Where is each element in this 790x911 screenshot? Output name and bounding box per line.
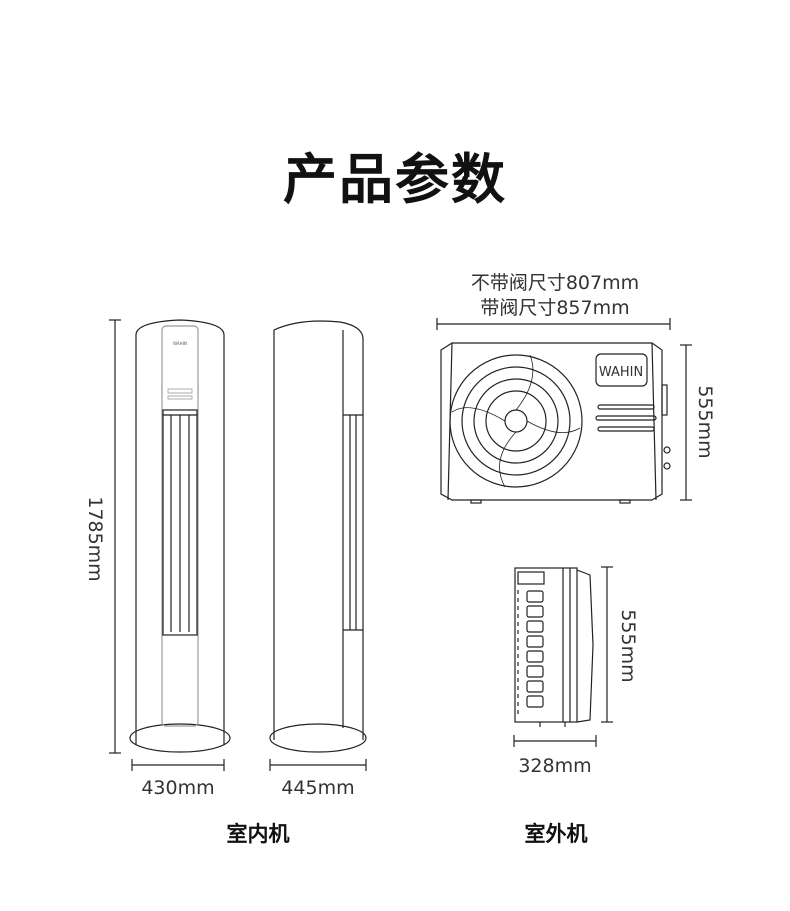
outdoor-unit-side-drawing: [514, 567, 594, 727]
page-title: 产品参数: [283, 148, 507, 211]
indoor-caption: 室内机: [226, 822, 290, 846]
outdoor-brand-logo: WAHIN: [599, 365, 643, 380]
outdoor-side-height-label: 555mm: [617, 609, 639, 683]
outdoor-unit-front-drawing: WAHIN: [440, 342, 671, 504]
indoor-height-dimension: [109, 319, 121, 754]
indoor-width-dimension: [131, 759, 225, 771]
outdoor-depth-dimension: [513, 735, 597, 747]
svg-text:WAHIN: WAHIN: [173, 341, 187, 346]
indoor-depth-label: 445mm: [281, 777, 355, 799]
outdoor-width-dimension: [436, 318, 671, 330]
outdoor-width-no-valve-label: 不带阀尺寸807mm: [470, 272, 640, 294]
indoor-unit-front-drawing: WAHIN: [129, 319, 231, 753]
outdoor-depth-label: 328mm: [518, 755, 592, 777]
outdoor-width-with-valve-label: 带阀尺寸857mm: [480, 297, 630, 319]
outdoor-height-label: 555mm: [694, 385, 716, 459]
outdoor-height-dimension: [680, 344, 692, 501]
outdoor-side-height-dimension: [601, 566, 613, 723]
outdoor-caption: 室外机: [524, 822, 588, 846]
indoor-depth-dimension: [269, 759, 367, 771]
indoor-unit-side-drawing: [269, 320, 367, 753]
indoor-width-label: 430mm: [141, 777, 215, 799]
indoor-height-label: 1785mm: [84, 496, 106, 582]
